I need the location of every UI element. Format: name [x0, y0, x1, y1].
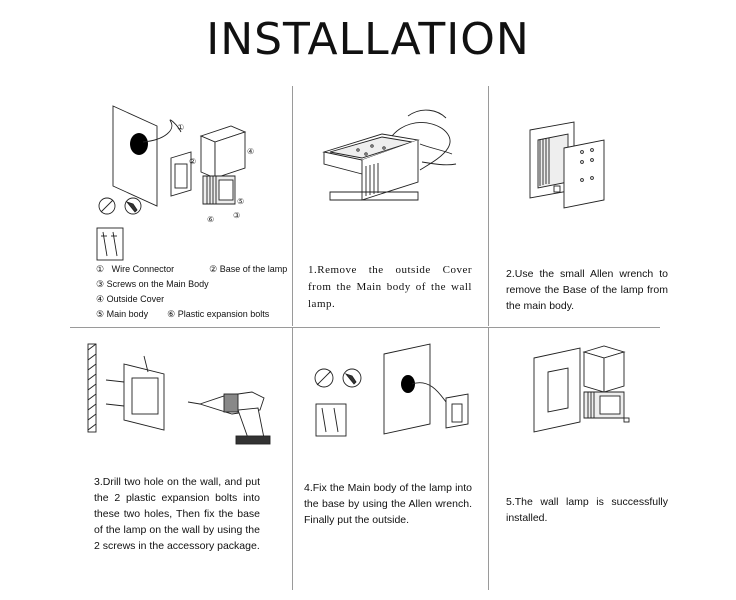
page-title: INSTALLATION: [206, 14, 530, 65]
legend-row-4: ⑤ Main body ⑥ Plastic expansion bolts: [96, 307, 287, 322]
parts-legend: ① Wire Connector ② Base of the lamp ③ Sc…: [96, 262, 287, 322]
callout-5: ⑤: [237, 197, 244, 206]
step-3-text: 3.Drill two hole on the wall, and put th…: [94, 476, 260, 552]
legend-label: Screws on the Main Body: [106, 279, 209, 289]
legend-label: Wire Connector: [111, 264, 175, 274]
callout-6: ⑥: [207, 215, 214, 224]
legend-label: Base of the lamp: [219, 264, 288, 274]
legend-row-1: ① Wire Connector ② Base of the lamp: [96, 262, 287, 277]
legend-num: ①: [96, 264, 105, 274]
callout-1: ①: [177, 123, 184, 132]
step-1-text: 1.Remove the outside Cover from the Main…: [308, 264, 472, 310]
grid-divider-v2: [488, 86, 489, 326]
grid-divider-v4: [488, 328, 489, 590]
legend-row-3: ④ Outside Cover: [96, 292, 287, 307]
remove-base-diagram: [529, 121, 605, 209]
step-4-text: 4.Fix the Main body of the lamp into the…: [304, 482, 472, 526]
remove-cover-diagram: [322, 109, 457, 201]
legend-num: ③: [96, 279, 105, 289]
legend-label: Plastic expansion bolts: [177, 309, 270, 319]
legend-num: ②: [209, 264, 218, 274]
grid-divider-h: [70, 327, 660, 328]
exploded-parts-diagram: ① ④ ② ⑤ ③ ⑥: [96, 105, 254, 261]
fix-body-diagram: [314, 343, 469, 437]
installed-lamp-diagram: [533, 345, 630, 433]
grid-divider-v1: [292, 86, 293, 326]
legend-num: ⑥: [167, 309, 176, 319]
legend-label: Main body: [106, 309, 149, 319]
legend-num: ④: [96, 294, 105, 304]
grid-divider-v3: [292, 328, 293, 590]
callout-2: ②: [189, 157, 196, 166]
step-2-text: 2.Use the small Allen wrench to remove t…: [506, 268, 668, 312]
legend-label: Outside Cover: [106, 294, 165, 304]
callout-4: ④: [247, 147, 254, 156]
callout-3: ③: [233, 211, 240, 220]
legend-num: ⑤: [96, 309, 105, 319]
step-5-text: 5.The wall lamp is successfully installe…: [506, 496, 668, 524]
drill-wall-diagram: [87, 343, 271, 445]
legend-row-2: ③ Screws on the Main Body: [96, 277, 287, 292]
